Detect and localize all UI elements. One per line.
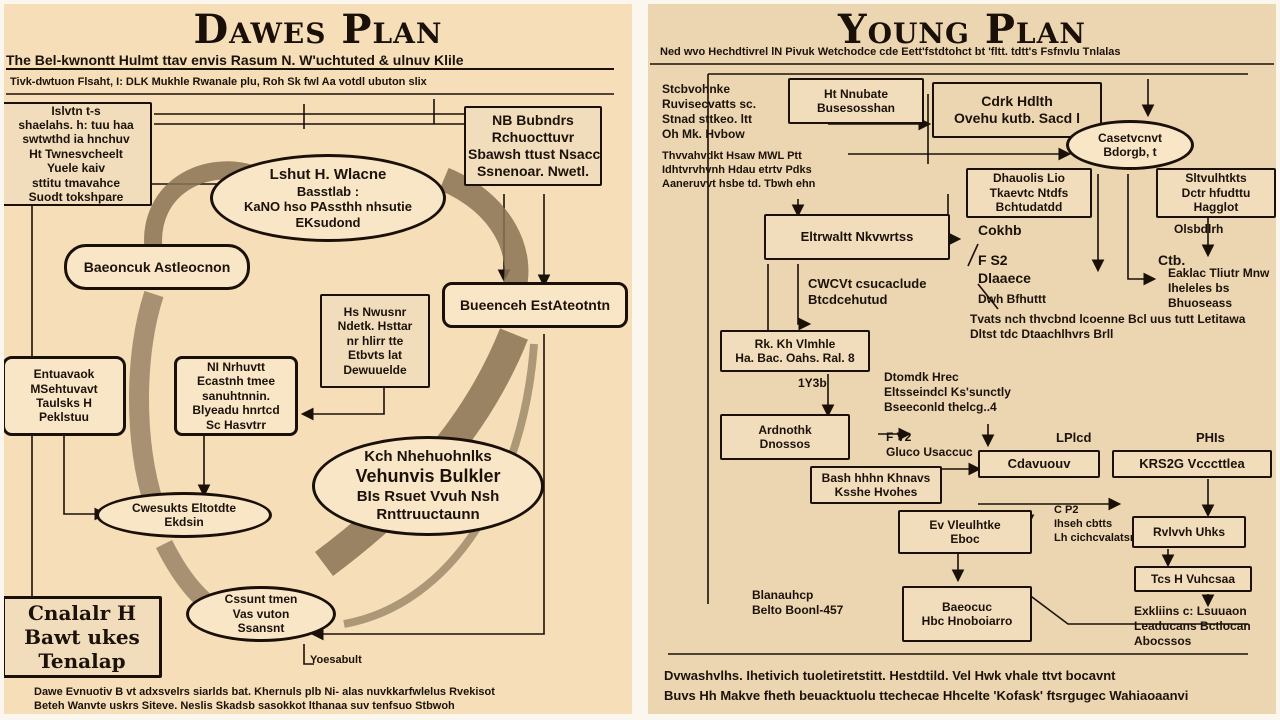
dawes-footer-line-1: Dawe Evnuotiv B vt adxsvelrs siarlds bat… xyxy=(34,686,495,698)
dawes-big-oval: Kch Nhehuohnlks Vehunvis Bulkler BIs Rsu… xyxy=(312,436,544,536)
dawes-plan-panel: Dawes Plan The Bel-kwnontt Hulmt ttav en… xyxy=(4,4,632,714)
young-rv-box: Rvlvvh Uhks xyxy=(1132,516,1246,548)
dawes-small-center-box: Hs Nwusnr Ndetk. Hsttar nr hlirr tte Etb… xyxy=(320,294,430,388)
dawes-footer-line-2: Beteh Wanvte uskrs Siteve. Neslis Skadsb… xyxy=(34,700,455,712)
young-ar-box: Ardnothk Dnossos xyxy=(720,414,850,460)
young-bs-box: Bash hhhn Khnavs Ksshe Hvohes xyxy=(810,466,942,504)
dawes-top-left-box: Islvtn t-s shaelahs. h: tuu haa swtwthd … xyxy=(4,102,152,206)
young-tl-box: Ht Nnubate Busesosshan xyxy=(788,78,924,124)
young-ctb-free: Ctb. xyxy=(1158,252,1186,268)
young-f12: F V2 Gluco Usaccuc xyxy=(886,430,973,459)
young-ec-free: Exkliins c: Lsuuaon Leaducans Bctlocan A… xyxy=(1134,604,1251,648)
young-footer-line-2: Buvs Hh Makve fheth beuacktuolu ttecheca… xyxy=(664,688,1189,703)
dawes-bottom-left-box: Cnalalr H Bawt ukes Tenalap xyxy=(4,596,162,678)
young-f-free: F S2 Dlaaece xyxy=(978,252,1031,286)
young-er-box: Eltrwaltt Nkvwrtss xyxy=(764,214,950,260)
young-plan-title: Young Plan xyxy=(838,6,1086,53)
dawes-lower-left-oval: Cwesukts Eltotdte Ekdsin xyxy=(96,492,272,538)
young-box-rt: Sltvulhtkts Dctr hfudttu Hagglot xyxy=(1156,168,1276,218)
young-free-mid: Dtomdk Hrec Eltsseindcl Ks'sunctly Bseec… xyxy=(884,370,1011,414)
young-lp: LPlcd xyxy=(1056,430,1092,445)
dawes-center-top-oval: Lshut H. Wlacne Basstlab : KaNO hso PAss… xyxy=(210,154,446,242)
dawes-left-small-box: Entuavaok MSehtuvavt Taulsks H Peklstuu xyxy=(4,356,126,436)
young-right-free: Eaklac Tliutr Mnw Iheleles bs Bhuoseass xyxy=(1168,266,1270,310)
dawes-sub-line: Tivk-dwtuon Flsaht, I: DLK Mukhle Rwanal… xyxy=(10,76,427,88)
dawes-left-mid-box: Baeoncuk Astleocnon xyxy=(64,244,250,290)
young-cb-box: Cdavuouv xyxy=(978,450,1100,478)
dawes-bottom-oval: Cssunt tmen Vas vuton Ssansnt xyxy=(186,586,336,642)
young-rk-box: Rk. Kh Vlmhle Ha. Bac. Oahs. Ral. 8 xyxy=(720,330,870,372)
young-oval-right: Casetvcnvt Bdorgb, t xyxy=(1066,120,1194,170)
young-coltb: Cokhb xyxy=(978,222,1022,238)
dawes-center-small-box: NI Nrhuvtt Ecastnh tmee sanuhtnnin. Blye… xyxy=(174,356,298,436)
young-el-box: Ev Vleulhtke Eboc xyxy=(898,510,1032,554)
young-top-free-box: Cdrk Hdlth Ovehu kutb. Sacd l xyxy=(932,82,1102,138)
young-header-line: Ned wvo Hechdtivrel lN Pivuk Wetchodce c… xyxy=(660,46,1121,58)
young-plan-panel: Young Plan Ned wvo Hechdtivrel lN Pivuk … xyxy=(648,4,1276,714)
dawes-top-right-box: NB Bubndrs Rchuocttuvr Sbawsh ttust Nsac… xyxy=(464,106,602,186)
dawes-right-mid-box: Bueenceh EstAteotntn xyxy=(442,282,628,328)
dawes-plan-title: Dawes Plan xyxy=(193,6,443,53)
dawes-bottom-label: Yoesabult xyxy=(310,654,362,666)
young-box-b: Dhauolis Lio Tkaevtc Ntdfs Bchtudatdd xyxy=(966,168,1092,218)
young-cb2: C P2 Ihseh cbtts Lh cichcvalatsnk xyxy=(1054,504,1143,544)
young-cvr-free: CWCVt csucaclude Btcdcehutud xyxy=(808,276,927,308)
young-tl-text: Stcbvohnke Ruvisecvatts sc. Stnad sttkeo… xyxy=(662,82,757,141)
young-tcr-box: Tcs H Vuhcsaa xyxy=(1134,566,1252,592)
young-bo-box: Baeocuc Hbc Hnoboiarro xyxy=(902,586,1032,642)
young-mid-notice: Thvvahvdkt Hsaw MWL Ptt Idhtvrvhvnh Hdau… xyxy=(662,150,816,190)
young-box-rt-right: Olsbdlrh xyxy=(1174,222,1224,236)
young-long-row: Tvats nch thvcbnd lcoenne Bcl uus tutt L… xyxy=(970,312,1246,341)
young-dwb: Dwh Bfhuttt xyxy=(978,292,1046,306)
young-footer-line-1: Dvwashvlhs. Ihetivich tuoletiretstitt. H… xyxy=(664,668,1116,683)
young-ph: PHIs xyxy=(1196,430,1225,445)
young-kr-box: KRS2G Vcccttlea xyxy=(1112,450,1272,478)
dawes-header-line: The Bel-kwnontt Hulmt ttav envis Rasum N… xyxy=(6,52,464,68)
young-num: 1Y3b xyxy=(798,376,827,390)
young-bp-free: Blanauhcp Belto Boonl-457 xyxy=(752,588,844,617)
